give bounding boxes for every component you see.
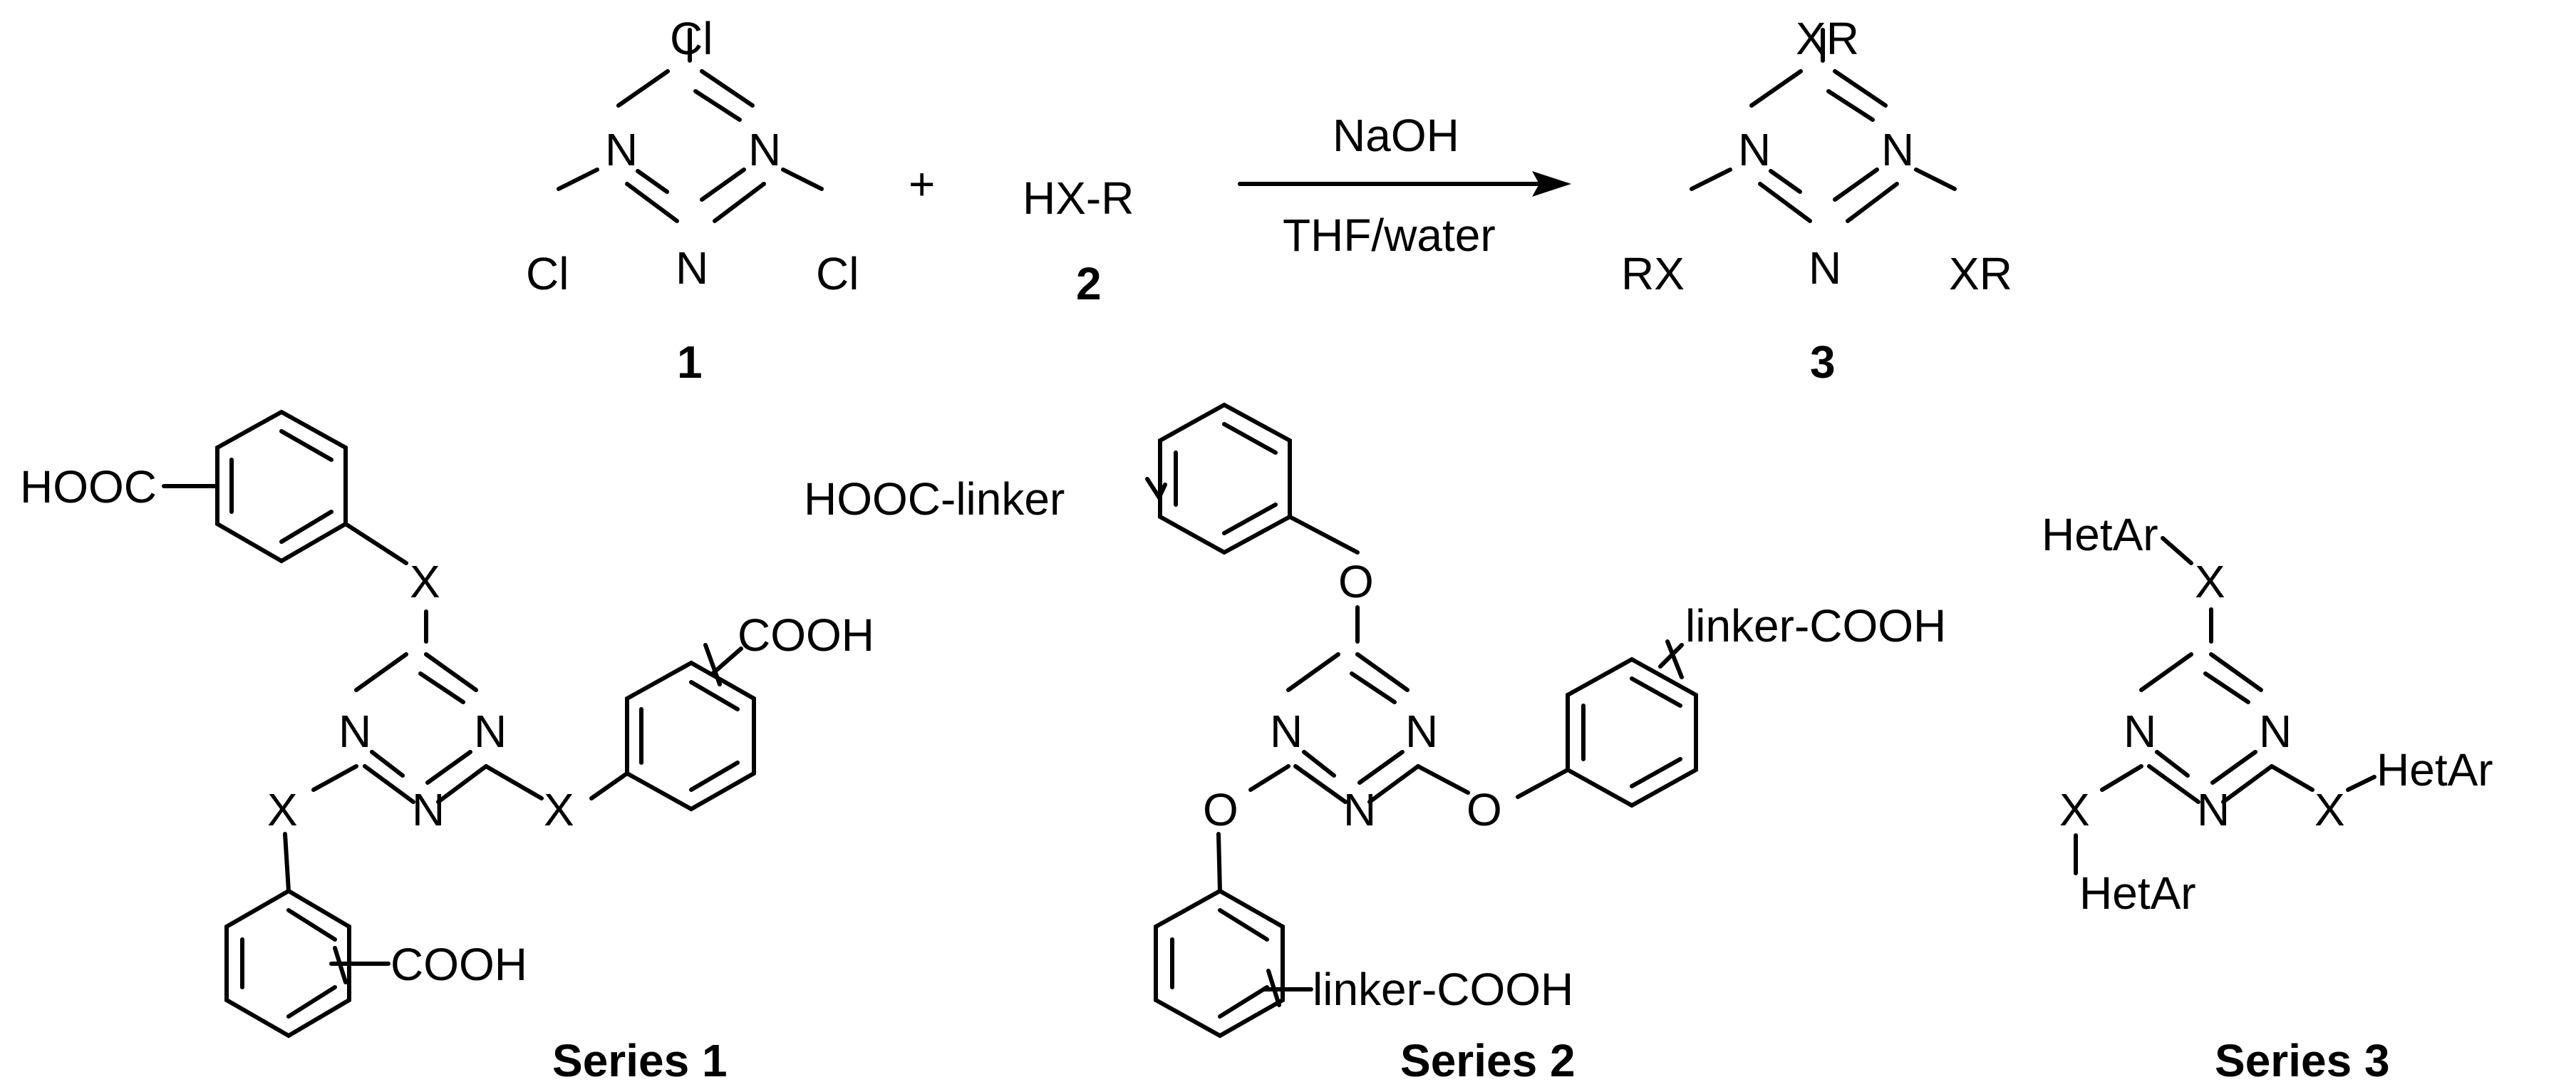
series-2-label: Series 2 [1400, 1035, 1576, 1086]
o-atom-top: O [1338, 556, 1374, 607]
reagent-formula: HX-R [1023, 172, 1134, 224]
cl-atom-top: Cl [670, 13, 713, 64]
rx-group-left: RX [1621, 248, 1685, 299]
series-1-label: Series 1 [552, 1035, 728, 1086]
condition-naoh: NaOH [1333, 110, 1459, 161]
n-atom-right: N [748, 124, 781, 175]
cl-atom-right: Cl [816, 248, 859, 299]
compound-number-1: 1 [677, 336, 703, 388]
cyanuric-chloride: N N N Cl Cl Cl 1 [526, 13, 859, 388]
series-3-structure: HetAr X N N N X HetAr X HetAr Series 3 [2042, 509, 2493, 1086]
cooh-group-top: COOH [738, 609, 874, 661]
n-atom-bottom: N [412, 784, 445, 835]
n-atom-left: N [338, 706, 371, 757]
x-linker-left: X [2059, 784, 2090, 835]
n-atom-bottom: N [2197, 784, 2230, 835]
o-atom-right: O [1467, 784, 1502, 835]
series-2-structure: HOOC-linker O N N N O linker-COOH O link… [804, 402, 1946, 1086]
condition-solvent: THF/water [1283, 210, 1496, 261]
series-3-label: Series 3 [2215, 1035, 2390, 1086]
n-atom-bottom: N [1343, 784, 1376, 835]
x-linker-left: X [267, 784, 298, 835]
hetar-group-bottom: HetAr [2079, 867, 2196, 919]
compound-number-2: 2 [1076, 258, 1102, 309]
linker-cooh-group-bottom: linker-COOH [1313, 964, 1573, 1015]
n-atom-right: N [474, 706, 507, 757]
plus-sign: + [909, 158, 935, 210]
hooc-linker-group: HOOC-linker [804, 473, 1065, 525]
reaction-arrow: NaOH THF/water [1238, 110, 1571, 261]
n-atom-bottom: N [1809, 242, 1841, 294]
n-atom-bottom: N [676, 242, 708, 294]
compound-number-3: 3 [1810, 336, 1836, 388]
xr-group-right: XR [1949, 248, 2012, 299]
series-1-structure: HOOC X N N N X COOH X COOH Series 1 [20, 409, 874, 1086]
hetar-group-right: HetAr [2376, 744, 2493, 795]
n-atom-right: N [2259, 706, 2292, 757]
n-atom-left: N [2124, 706, 2156, 757]
x-linker-right: X [2314, 784, 2345, 835]
xr-group-top: XR [1796, 13, 1859, 64]
n-atom-right: N [1405, 706, 1438, 757]
hetar-group-top: HetAr [2042, 509, 2158, 560]
o-atom-left: O [1203, 784, 1238, 835]
hooc-group: HOOC [20, 461, 157, 512]
x-linker-top: X [2195, 556, 2225, 607]
cooh-group-bottom: COOH [390, 939, 527, 990]
n-atom-left: N [605, 124, 638, 175]
n-atom-right: N [1881, 124, 1914, 175]
product-triazine: N N N XR RX XR 3 [1621, 13, 2012, 388]
x-linker-right: X [544, 784, 574, 835]
n-atom-left: N [1738, 124, 1771, 175]
x-linker-top: X [410, 556, 440, 607]
linker-cooh-group-top: linker-COOH [1685, 600, 1946, 651]
n-atom-left: N [1270, 706, 1303, 757]
cl-atom-left: Cl [526, 248, 569, 299]
